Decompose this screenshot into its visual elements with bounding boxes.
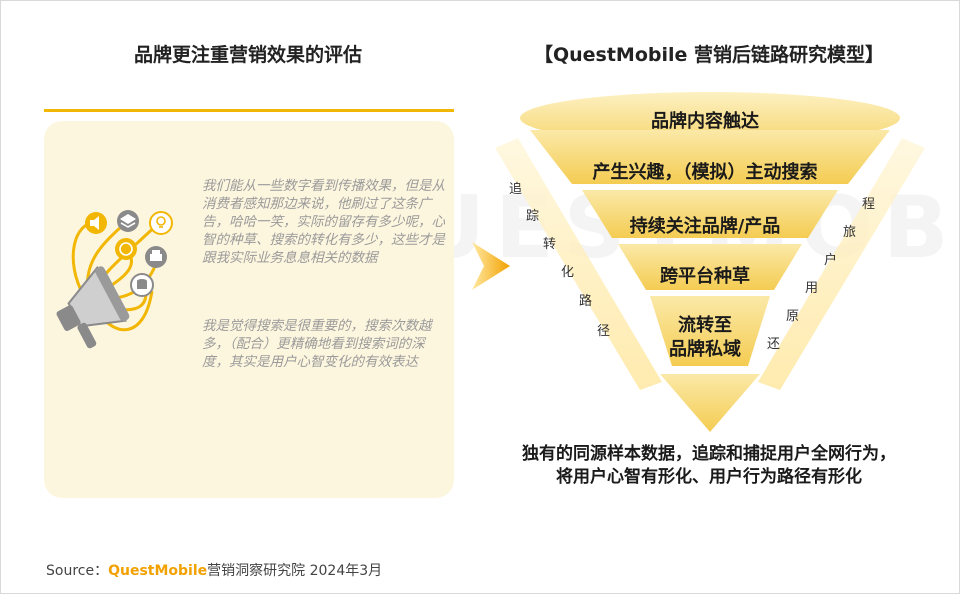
source-note: Source：QuestMobile营销洞察研究院 2024年3月 (46, 560, 382, 580)
funnel-level-2-label: 产生兴趣，（模拟）主动搜索 (592, 162, 818, 183)
right-side-char: 旅 (843, 225, 857, 240)
database-icon (130, 273, 154, 297)
megaphone-icon (56, 210, 173, 349)
funnel-level-5-label: 流转至 品牌私域 (630, 314, 780, 362)
funnel-level-5 (650, 296, 770, 366)
right-section-title: 【QuestMobile 营销后链路研究模型】 (533, 44, 885, 66)
funnel-level-1-label: 品牌内容触达 (651, 111, 759, 132)
funnel-level-3-label: 持续关注品牌/产品 (629, 216, 781, 237)
bulb-icon (149, 211, 173, 235)
quote-1: 我们能从一些数字看到传播效果，但是从消费者感知那边来说，他刷过了这条广告，哈哈一… (202, 178, 445, 266)
right-side-char: 原 (786, 309, 800, 324)
funnel-summary-line2: 将用户心智有形化、用户行为路径有形化 (556, 467, 862, 487)
layers-icon (117, 210, 139, 232)
funnel-diagram (495, 92, 925, 432)
left-side-char: 踪 (526, 209, 540, 224)
sound-icon (85, 212, 107, 234)
left-section-title: 品牌更注重营销效果的评估 (133, 44, 362, 66)
quote-2: 我是觉得搜索是很重要的，搜索次数越多，（配合）更精确地看到搜索词的深度，其实是用… (202, 318, 432, 370)
source-prefix: Source： (46, 563, 109, 579)
funnel-tip (660, 374, 760, 432)
funnel-level-2 (530, 130, 890, 184)
right-side-char: 用 (805, 281, 819, 296)
right-side-char: 程 (862, 197, 876, 212)
source-brand: QuestMobile (108, 563, 208, 579)
funnel-level-5-line1: 流转至 (678, 315, 732, 336)
source-suffix: 营销洞察研究院 2024年3月 (207, 563, 383, 579)
left-side-char: 化 (561, 265, 575, 280)
arrow-right-icon (472, 242, 510, 290)
right-side-char: 户 (824, 253, 838, 268)
funnel-summary: 独有的同源样本数据，追踪和捕捉用户全网行为， 将用户心智有形化、用户行为路径有形… (478, 443, 940, 489)
funnel-level-5-line2: 品牌私域 (669, 339, 741, 360)
right-side-char: 还 (767, 337, 781, 352)
quote-panel: 我们能从一些数字看到传播效果，但是从消费者感知那边来说，他刷过了这条广告，哈哈一… (44, 121, 454, 498)
funnel-level-4-label: 跨平台种草 (660, 266, 750, 287)
funnel-summary-line1: 独有的同源样本数据，追踪和捕捉用户全网行为， (522, 444, 896, 464)
funnel-level-4 (618, 244, 802, 290)
left-side-char: 路 (579, 294, 593, 309)
funnel-level-3 (582, 190, 838, 238)
coin-icon (115, 238, 137, 260)
print-icon (145, 246, 167, 268)
left-side-char: 径 (597, 324, 611, 339)
left-title-underline (44, 109, 454, 112)
left-side-char: 转 (543, 237, 557, 252)
left-side-char: 追 (509, 182, 523, 197)
